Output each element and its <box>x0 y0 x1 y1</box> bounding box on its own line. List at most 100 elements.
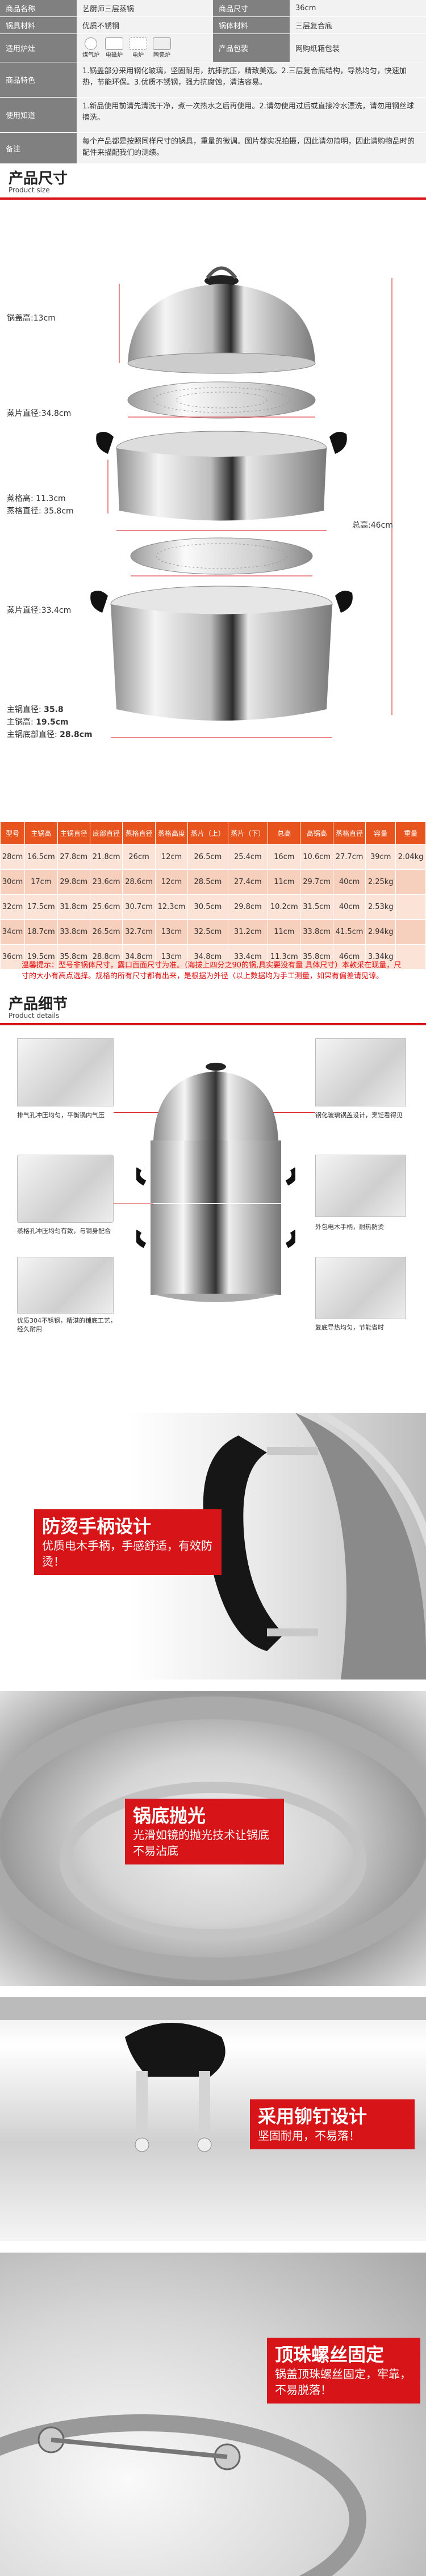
knob-thumbnail <box>315 1038 406 1106</box>
spec-row: 商品特色 1.锅盖部分采用钢化玻璃，坚固耐用，抗摔抗压，精致美观。2.三层复合底… <box>0 62 426 98</box>
size-table-cell: 28.8cm <box>89 944 123 970</box>
vent-thumbnail <box>17 1038 114 1106</box>
spec-value: 优质不锈钢 <box>77 17 213 33</box>
size-table-cell: 17.5cm <box>24 894 58 920</box>
usage-text: 1.新品使用前请先清洗干净，煮一次热水之后再使用。2.请勿使用过后或直接冷水漂洗… <box>77 98 426 132</box>
size-table-cell: 39cm <box>365 844 396 870</box>
feature-screw-panel: 顶珠螺丝固定 锅盖顶珠螺丝固定，牢靠，不易脱落！ <box>0 2253 426 2576</box>
size-table-cell <box>395 919 426 945</box>
size-table-header-cell: 容量 <box>365 822 396 845</box>
size-table-cell: 31.8cm <box>57 894 90 920</box>
size-tip: 温馨提示：型号非锅体尺寸，露口面面尺寸为准。（海拔上四分之90的锅,具实要没有量… <box>22 961 402 980</box>
grate-callout: 蒸格孔冲压均匀有致，与钢身配合 <box>17 1227 111 1235</box>
grate-thumbnail <box>17 1155 114 1223</box>
spec-label: 锅体材料 <box>213 17 290 33</box>
spec-label: 商品尺寸 <box>213 0 290 16</box>
size-table-cell: 2.25kg <box>365 869 396 895</box>
steamer-tier <box>96 431 347 521</box>
steamer-plate-bottom <box>130 537 313 575</box>
size-table-cell <box>395 869 426 895</box>
stacked-steamer-image <box>136 1063 295 1302</box>
size-table-cell: 13cm <box>154 919 189 945</box>
size-table-header-cell: 蒸格直径 <box>332 822 366 845</box>
size-table-header-cell: 总高 <box>268 822 301 845</box>
spec-label: 商品特色 <box>0 62 77 97</box>
callout-line <box>114 1112 159 1113</box>
feature-polish-panel: 锅底抛光 光滑如镜的抛光技术让锅底不易沾底 <box>0 1691 426 1986</box>
size-table-cell: 32cm <box>0 894 26 920</box>
section-divider <box>0 197 426 200</box>
steamer-height-label: 蒸格高: 11.3cm <box>7 494 66 503</box>
feature-handle-panel: 防烫手柄设计 优质电木手柄，手感舒适，有效防烫！ <box>0 1413 426 1680</box>
knob-callout: 钢化玻璃锅盖设计，烹饪看得见 <box>315 1112 403 1119</box>
feature-subtitle: 坚固耐用，不易落！ <box>258 2129 360 2143</box>
size-table-cell: 2.53kg <box>365 894 396 920</box>
size-table-cell: 18.7cm <box>24 919 58 945</box>
spec-row: 适用炉灶 煤气炉 电磁炉 电炉 陶瓷炉 产品包装 网购纸箱包装 <box>0 34 426 62</box>
size-table-header: 型号主锅高主锅直径底部直径蒸格直径蒸格高度蒸片（上）蒸片（下）总高高锅高蒸格直径… <box>0 822 426 845</box>
size-table-cell: 34cm <box>0 919 26 945</box>
size-table-cell: 34.8cm <box>187 944 228 970</box>
size-table-cell: 26.5cm <box>89 919 123 945</box>
feature-title: 锅底抛光 <box>133 1805 206 1826</box>
size-table-header-cell: 蒸片（上） <box>187 822 228 845</box>
feature-title: 顶珠螺丝固定 <box>275 2344 385 2365</box>
spec-row: 锅具材料 优质不锈钢 锅体材料 三层复合底 <box>0 17 426 34</box>
size-table-header-cell: 蒸格直径 <box>122 822 156 845</box>
spec-value: 艺厨师三层蒸锅 <box>77 0 213 16</box>
feature-title: 采用铆钉设计 <box>258 2106 367 2127</box>
size-table-cell: 26.5cm <box>187 844 228 870</box>
size-table-header-cell: 蒸片（下） <box>227 822 269 845</box>
size-table-cell: 2.04kg <box>395 844 426 870</box>
size-section-header: 产品尺寸 Product size <box>0 165 426 200</box>
size-table-header-cell: 高锅高 <box>300 822 333 845</box>
size-table-cell: 26cm <box>122 844 156 870</box>
size-table: 型号主锅高主锅直径底部直径蒸格直径蒸格高度蒸片（上）蒸片（下）总高高锅高蒸格直径… <box>0 822 426 970</box>
handle-thumbnail <box>315 1155 406 1217</box>
features-text: 1.锅盖部分采用钢化玻璃，坚固耐用，抗摔抗压，精致美观。2.三层复合底结构，导热… <box>77 62 426 97</box>
electric-stove-icon: 电炉 <box>129 37 147 58</box>
base-callout: 优质304不锈钢，精湛的铺底工艺，经久耐用 <box>17 1317 116 1333</box>
screw-closeup-image <box>0 2414 366 2576</box>
size-table-cell: 2.94kg <box>365 919 396 945</box>
lid-height-label: 锅盖高:13cm <box>7 314 56 323</box>
size-table-cell: 32.5cm <box>187 919 228 945</box>
spec-table: 商品名称 艺厨师三层蒸锅 商品尺寸 36cm 锅具材料 优质不锈钢 锅体材料 三… <box>0 0 426 164</box>
size-table-cell: 33.8cm <box>57 919 90 945</box>
spec-row: 备注 每个产品都是按照同样尺寸的锅具，重量的微调。图片都实况拍摄，因此请勿简明，… <box>0 133 426 164</box>
size-table-header-cell: 主锅高 <box>24 822 58 845</box>
spec-label: 锅具材料 <box>0 17 77 33</box>
size-table-cell: 11.3cm <box>268 944 301 970</box>
section-subtitle: Product size <box>9 186 50 194</box>
size-table-cell: 13cm <box>154 944 189 970</box>
callout-line <box>267 1112 315 1113</box>
size-table-cell <box>395 944 426 970</box>
size-table-header-cell: 重量 <box>395 822 426 845</box>
spec-row: 使用知道 1.新品使用前请先清洗干净，煮一次热水之后再使用。2.请勿使用过后或直… <box>0 98 426 133</box>
size-table-cell: 3.34kg <box>365 944 396 970</box>
size-table-cell: 11cm <box>268 919 301 945</box>
steamer-plate-top-label: 蒸片直径:34.8cm <box>7 409 72 418</box>
feature-banner: 防烫手柄设计 优质电木手柄，手感舒适，有效防烫！ <box>34 1509 222 1575</box>
feature-banner: 锅底抛光 光滑如镜的抛光技术让锅底不易沾底 <box>125 1799 284 1864</box>
size-table-cell: 27.8cm <box>57 844 90 870</box>
base-thumbnail <box>17 1257 114 1314</box>
size-table-cell: 30.7cm <box>122 894 156 920</box>
size-table-cell: 17cm <box>24 869 58 895</box>
size-table-cell: 28.5cm <box>187 869 228 895</box>
steamer-diameter-label: 蒸格直径: 35.8cm <box>7 507 74 516</box>
size-table-cell: 16cm <box>268 844 301 870</box>
induction-cooker-icon: 电磁炉 <box>105 37 123 58</box>
pot-height-label: 主锅高: 19.5cm <box>7 718 69 727</box>
size-table-cell: 40cm <box>332 869 366 895</box>
spec-label: 适用炉灶 <box>0 34 77 62</box>
size-table-cell: 12cm <box>154 869 189 895</box>
size-table-cell: 21.8cm <box>89 844 123 870</box>
size-table-cell: 28.6cm <box>122 869 156 895</box>
vent-callout: 排气孔冲压均匀，平衡锅内气压 <box>17 1112 105 1119</box>
feature-title: 防烫手柄设计 <box>42 1516 152 1537</box>
